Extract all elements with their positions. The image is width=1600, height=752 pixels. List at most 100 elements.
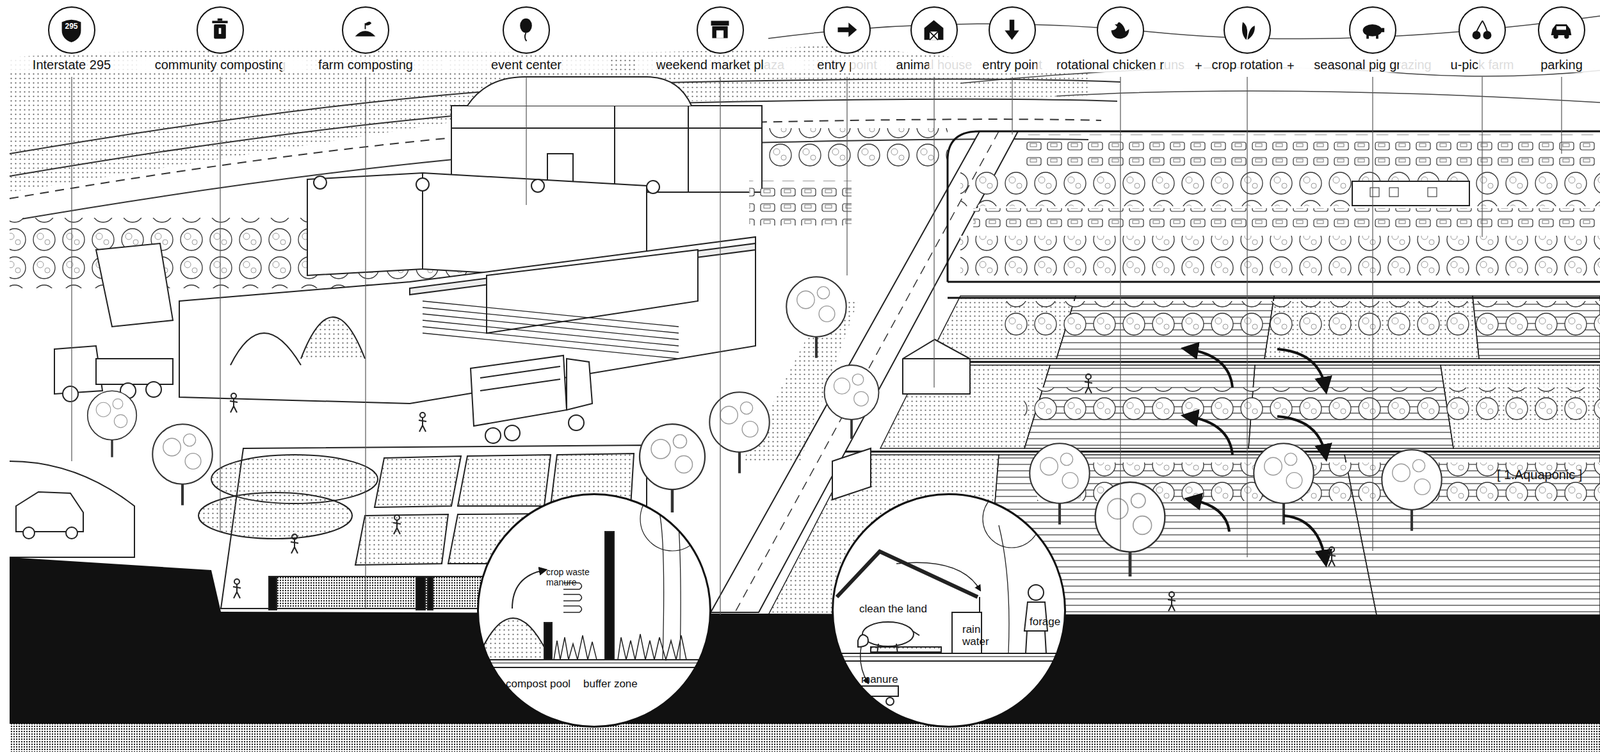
upper-fields xyxy=(973,208,1600,234)
leader-lines xyxy=(1011,76,1013,135)
farm-fields xyxy=(845,297,1600,452)
inset-animal xyxy=(857,634,869,647)
parking-cars xyxy=(749,180,852,226)
callout-text: rain water xyxy=(962,622,995,648)
compost-pools xyxy=(416,576,426,610)
compost-pools xyxy=(374,455,461,508)
upper-fields xyxy=(947,281,1600,283)
trees xyxy=(824,364,880,439)
people xyxy=(231,393,237,399)
leader-lines xyxy=(1481,76,1483,237)
icon-glyph xyxy=(697,7,743,52)
trees xyxy=(1253,443,1314,525)
trees xyxy=(1095,482,1166,577)
inset-compost xyxy=(640,486,705,551)
icon-circle xyxy=(1223,6,1271,54)
composting-building xyxy=(646,180,660,194)
people xyxy=(233,583,241,598)
icon-node: parking xyxy=(1478,0,1600,77)
dump-truck xyxy=(96,243,173,327)
composting-building xyxy=(422,326,679,353)
leader-lines xyxy=(846,76,848,276)
rotation-arrows xyxy=(1187,348,1233,388)
plain-label: [ 1.Aquaponic ] xyxy=(1496,467,1583,483)
composting-building xyxy=(422,300,679,327)
rotation-arrows xyxy=(1187,416,1233,455)
leader-lines xyxy=(719,76,721,615)
inset-animal xyxy=(998,525,1010,654)
people xyxy=(1167,591,1176,611)
inset-compost xyxy=(544,622,552,660)
people xyxy=(418,412,427,432)
dump-truck xyxy=(568,414,584,431)
event-center xyxy=(687,105,689,193)
people xyxy=(1085,373,1091,380)
people xyxy=(291,533,298,540)
inset-animal xyxy=(832,489,1070,727)
icon-glyph xyxy=(503,7,549,52)
leader-lines xyxy=(1246,76,1248,558)
composting-building xyxy=(422,307,679,333)
shield-number: 295 xyxy=(49,21,94,31)
dump-truck xyxy=(62,386,79,402)
inset-animal xyxy=(832,653,1070,661)
car xyxy=(23,526,35,539)
people xyxy=(290,533,299,554)
icon-circle xyxy=(1458,6,1506,54)
leader-lines xyxy=(525,76,527,205)
farm-fields xyxy=(998,300,1600,337)
composting-building xyxy=(300,316,365,359)
sky-lines xyxy=(1056,90,1600,103)
compost-pools xyxy=(427,576,433,610)
farm-fields xyxy=(947,297,1600,299)
trees xyxy=(152,423,213,506)
upper-fields xyxy=(1389,187,1399,197)
icon-label: community composting xyxy=(137,57,304,73)
animal-house xyxy=(832,448,871,500)
inset-compost xyxy=(477,493,711,727)
callout-text: buffer zone xyxy=(583,677,638,690)
trees xyxy=(1029,443,1090,525)
rotation-arrows xyxy=(1283,515,1326,561)
leader-lines xyxy=(71,76,1562,615)
compost-pools xyxy=(198,492,353,539)
people xyxy=(1084,379,1093,394)
upper-fields xyxy=(960,235,1600,276)
upper-fields xyxy=(1370,187,1380,197)
people xyxy=(229,373,1336,611)
car xyxy=(65,526,78,539)
inset-animal xyxy=(1028,584,1044,600)
icon-glyph xyxy=(824,7,869,52)
icon-circle xyxy=(502,6,550,54)
icon-circle xyxy=(910,6,958,54)
people xyxy=(394,514,400,520)
farm-fields xyxy=(909,361,1600,364)
leader-lines xyxy=(933,76,935,388)
event-center xyxy=(467,76,692,106)
callout-text: crop waste manure xyxy=(546,566,600,588)
trees xyxy=(1381,449,1442,531)
leader-lines xyxy=(1119,76,1121,551)
icon-label: event center xyxy=(443,57,610,73)
people xyxy=(229,398,238,413)
icon-circle xyxy=(1096,6,1145,54)
compost-pools xyxy=(268,576,277,610)
rotation-arrows xyxy=(1190,499,1230,532)
inset-compost xyxy=(476,617,551,660)
inset-compost xyxy=(512,569,545,609)
people xyxy=(1169,591,1175,597)
composting-building xyxy=(486,249,698,333)
people xyxy=(234,578,240,584)
inset-animal xyxy=(1024,601,1048,654)
inset-animal xyxy=(870,646,942,652)
icon-glyph xyxy=(343,7,388,52)
icon-circle xyxy=(696,6,744,54)
callout-text: compost pool xyxy=(505,677,571,690)
rotation-arrows xyxy=(1187,348,1326,561)
people xyxy=(393,514,401,534)
upper-fields xyxy=(1352,181,1470,206)
inset-animal xyxy=(847,685,899,696)
composting-building xyxy=(416,177,429,191)
dump-truck xyxy=(96,358,173,385)
